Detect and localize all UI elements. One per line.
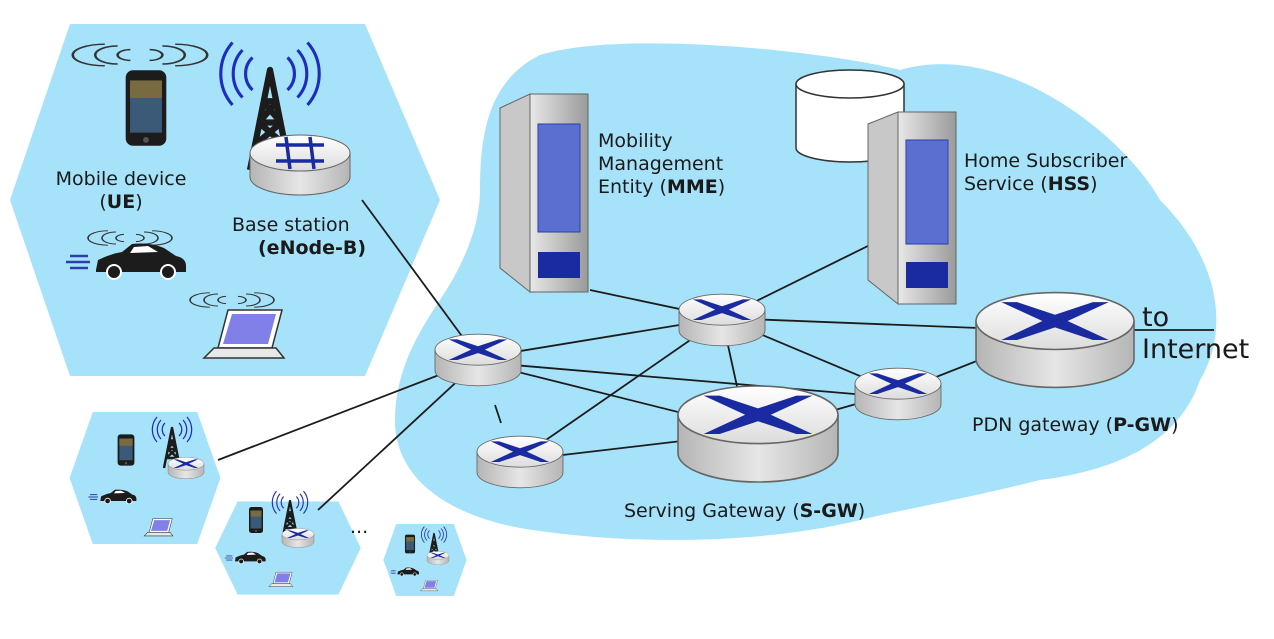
hss-abbr: HSS bbox=[1047, 173, 1091, 196]
serving-gateway-router bbox=[677, 385, 839, 483]
mme-abbr: MME bbox=[666, 176, 718, 199]
hss-close: ) bbox=[1090, 173, 1098, 196]
internet-text: Internet bbox=[1142, 333, 1250, 365]
base-station-text: Base station bbox=[232, 214, 350, 236]
sgw-line1: Serving Gateway ( bbox=[624, 500, 800, 522]
phone-icon bbox=[125, 70, 167, 146]
base-station-router bbox=[167, 457, 205, 479]
router-sgw-side bbox=[476, 435, 564, 489]
small-cell-1 bbox=[69, 412, 221, 544]
ue-paren-open: ( bbox=[99, 191, 107, 214]
mobile-device-label: Mobile device (UE) bbox=[36, 168, 206, 214]
sgw-label: Serving Gateway (S-GW) bbox=[624, 500, 865, 523]
mme-line1: Mobility bbox=[598, 130, 673, 152]
mme-line2: Management bbox=[598, 153, 724, 176]
ue-paren-close: ) bbox=[135, 191, 143, 214]
base-station-label: Base station (eNode-B) bbox=[232, 214, 366, 260]
mme-close: ) bbox=[717, 176, 726, 199]
phone-icon bbox=[117, 434, 135, 466]
pdn-gateway-router bbox=[975, 291, 1135, 389]
mobile-device-text: Mobile device bbox=[55, 168, 187, 190]
pgw-label: PDN gateway (P-GW) bbox=[972, 414, 1179, 437]
internet-to: to bbox=[1142, 302, 1170, 333]
pgw-line1: PDN gateway ( bbox=[972, 414, 1114, 436]
mme-server-icon bbox=[499, 93, 589, 294]
hss-server-icon bbox=[867, 111, 957, 306]
hss-line2: Service ( bbox=[964, 173, 1048, 196]
sgw-close: ) bbox=[857, 500, 866, 522]
base-station-router bbox=[249, 134, 351, 196]
base-station-router bbox=[281, 528, 315, 548]
pgw-abbr: P-GW bbox=[1113, 414, 1172, 436]
mme-line3: Entity ( bbox=[598, 176, 667, 199]
more-cells-ellipsis: ... bbox=[350, 516, 369, 538]
router-pgw-side bbox=[854, 367, 942, 421]
hss-label: Home Subscriber Service (HSS) bbox=[964, 150, 1127, 196]
phone-icon bbox=[404, 534, 416, 554]
router-mme-link bbox=[678, 293, 766, 347]
enodeb-abbr: (eNode-B) bbox=[258, 237, 367, 260]
internet-label: to Internet bbox=[1142, 302, 1249, 366]
router-enodeb-link bbox=[434, 333, 522, 387]
base-station-router bbox=[426, 551, 450, 565]
pgw-close: ) bbox=[1171, 414, 1179, 436]
mme-label: Mobility Management Entity (MME) bbox=[598, 130, 725, 200]
phone-icon bbox=[249, 507, 263, 533]
hss-line1: Home Subscriber bbox=[964, 150, 1128, 172]
core-network-cloud bbox=[395, 43, 1217, 540]
main-radio-cell bbox=[10, 24, 440, 376]
ue-abbr: UE bbox=[106, 191, 136, 214]
sgw-abbr: S-GW bbox=[799, 500, 858, 522]
